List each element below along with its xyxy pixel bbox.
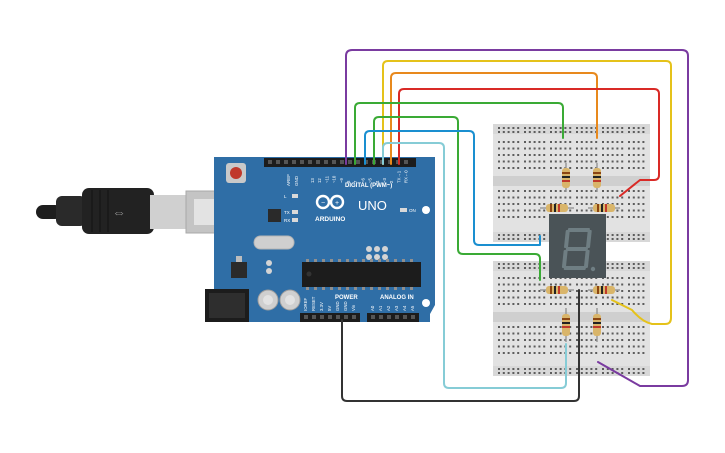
resistor-6[interactable]	[588, 286, 620, 294]
wire-blue[interactable]	[364, 130, 541, 246]
minus-icon: −	[321, 200, 325, 207]
resistor-2[interactable]	[593, 163, 601, 192]
power-label: POWER	[335, 295, 358, 301]
segment-c	[583, 250, 590, 268]
on-led	[400, 208, 407, 212]
analog-pin-label: A0	[370, 305, 375, 311]
resistor-4[interactable]	[588, 204, 620, 212]
digital-pin-label: ~11	[324, 175, 329, 183]
segment-b	[586, 230, 592, 248]
wire-yellow[interactable]	[382, 60, 672, 325]
wire-black[interactable]	[341, 289, 580, 402]
uno-brand: UNO	[358, 198, 387, 213]
usb-chip	[268, 209, 281, 222]
resistor-5[interactable]	[540, 286, 574, 294]
segment-e	[561, 250, 568, 268]
segment-g	[565, 247, 588, 251]
analog-pin-label: A3	[394, 305, 399, 311]
digital-pin-label: ~6	[360, 177, 365, 183]
on-label: ON	[409, 208, 416, 213]
analog-label: ANALOG IN	[380, 295, 414, 301]
power-pin-label: 5V	[327, 306, 332, 311]
analog-pin-label: A2	[386, 305, 391, 311]
tx-led	[292, 210, 298, 214]
l-led-label: L	[284, 194, 287, 199]
analog-pin-label: A1	[378, 305, 383, 311]
digital-label: DIGITAL (PWM~)	[345, 183, 392, 189]
segment-a	[567, 228, 590, 232]
seven-segment-display[interactable]	[549, 214, 606, 278]
digital-pin-label: ~9	[339, 177, 344, 183]
tx-led-label: TX	[284, 210, 290, 215]
digital-pin-label: 2	[389, 180, 394, 183]
resistor-3[interactable]	[540, 204, 574, 212]
power-pin-label: IOREF	[303, 297, 308, 311]
digital-pin-label: 13	[310, 178, 315, 183]
power-pin-label: GND	[335, 301, 340, 311]
power-pin-label: Vin	[351, 304, 356, 311]
digital-pin-label: 4	[375, 180, 380, 183]
gnd-label: GND	[294, 175, 299, 186]
power-pin-label: 3.3V	[319, 302, 324, 311]
wire-green-1[interactable]	[354, 102, 564, 165]
wire-cyan[interactable]	[382, 142, 567, 389]
analog-header[interactable]	[367, 313, 419, 322]
usb-icon: ⇔	[112, 204, 126, 220]
mounting-hole	[422, 206, 430, 214]
digital-pin-label: TX→1	[396, 170, 401, 183]
power-pin-label: GND	[343, 301, 348, 311]
wire-purple[interactable]	[345, 49, 689, 387]
wire-orange[interactable]	[390, 72, 598, 165]
usb-cable: ⇔	[36, 188, 241, 234]
digital-pin-label: 12	[317, 178, 322, 183]
wire-green-2[interactable]	[373, 116, 541, 281]
segment-dp	[590, 266, 596, 272]
breadboard-bottom[interactable]	[493, 261, 650, 376]
plus-icon: +	[335, 200, 339, 207]
voltage-regulator	[231, 262, 247, 278]
digital-pin-label: 8	[346, 180, 351, 183]
resistor-7[interactable]	[562, 308, 570, 342]
power-pin-label: RESET	[311, 296, 316, 311]
aref-label: AREF	[286, 174, 291, 186]
segment-f	[564, 230, 570, 248]
wire-red[interactable]	[398, 88, 660, 197]
atmega-chip	[302, 262, 421, 287]
digital-pin-label: ~3	[382, 177, 387, 183]
segment-d	[563, 266, 586, 270]
l-led	[292, 194, 298, 198]
analog-pin-label: A5	[410, 305, 415, 311]
arduino-logo	[315, 194, 345, 210]
resistor-8[interactable]	[593, 308, 601, 342]
digital-pin-label: ~5	[368, 177, 373, 183]
analog-pin-label: A4	[402, 305, 407, 311]
digital-pin-label: RX←0	[404, 170, 409, 183]
digital-pin-label: 7	[353, 180, 358, 183]
arduino-brand: ARDUINO	[315, 216, 345, 223]
mounting-hole	[422, 299, 430, 307]
rx-led	[292, 218, 298, 222]
digital-pin-label: ~10	[332, 175, 337, 183]
rx-led-label: RX	[284, 218, 290, 223]
crystal-oscillator	[253, 235, 295, 250]
resistor-1[interactable]	[562, 163, 570, 192]
